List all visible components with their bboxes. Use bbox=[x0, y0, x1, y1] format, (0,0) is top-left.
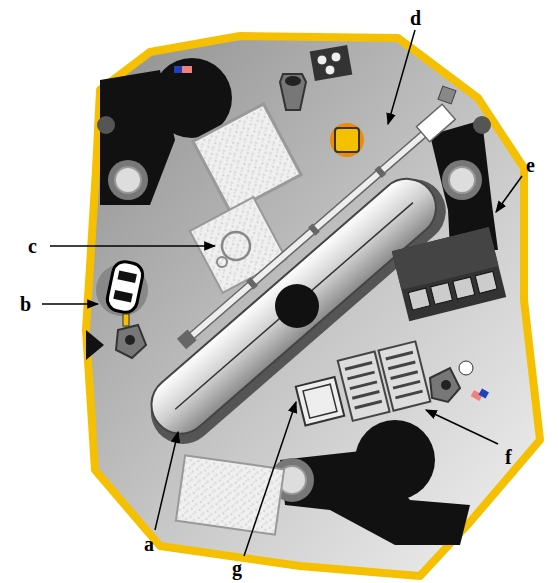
callout-letter: a bbox=[144, 534, 154, 554]
callout-letter: g bbox=[232, 558, 242, 578]
callout-letter: b bbox=[20, 294, 31, 314]
callout-letter: f bbox=[505, 447, 512, 467]
callout-letter: d bbox=[410, 8, 421, 28]
callout-letter: e bbox=[526, 155, 535, 175]
callout-letter: c bbox=[28, 236, 37, 256]
